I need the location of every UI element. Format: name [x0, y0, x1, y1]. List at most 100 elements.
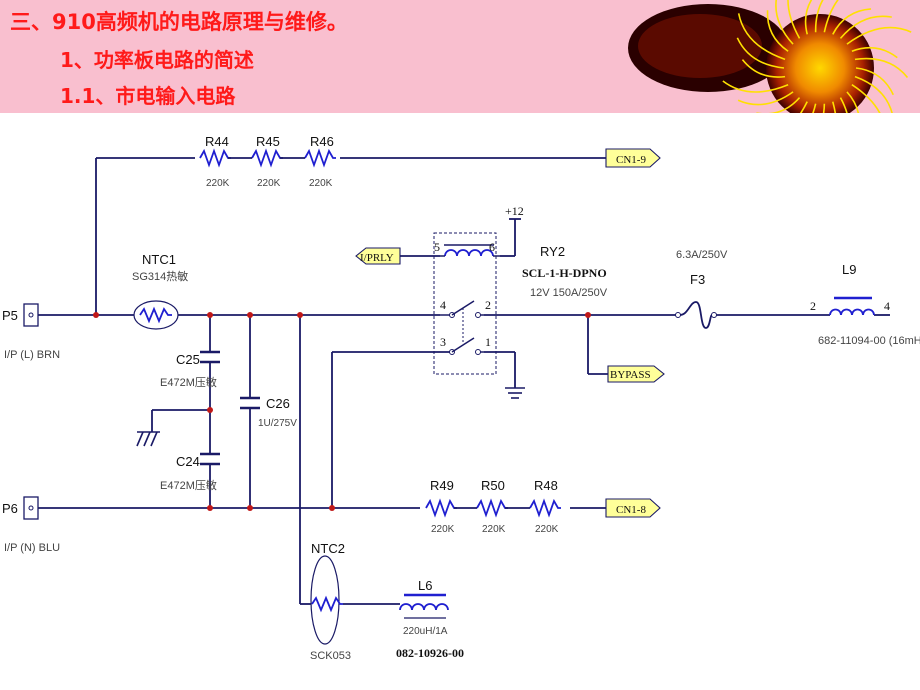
relay-ry2	[433, 232, 500, 375]
l9-pin-left: 2	[810, 299, 816, 313]
inductor-l6	[399, 593, 449, 619]
sun-ray	[823, 0, 839, 33]
r44-value-label: 220K	[206, 178, 230, 189]
wires	[38, 157, 890, 605]
connector-p6	[23, 496, 39, 520]
section-title: 三、910高频机的电路原理与维修。	[10, 10, 348, 34]
relay-supply-label: +12	[505, 204, 524, 218]
cn1-9-label: CN1-9	[616, 154, 646, 166]
p6-desc-label: I/P (N) BLU	[4, 542, 60, 554]
sun-ray	[839, 97, 848, 113]
sun-ray	[831, 101, 837, 113]
fuse-f3	[675, 301, 717, 329]
relay-pin-6: 6	[489, 240, 495, 254]
r50-value-label: 220K	[482, 524, 506, 535]
relay-pin-5: 5	[434, 240, 440, 254]
c26-ref-label: C26	[266, 396, 290, 411]
r49-ref-label: R49	[430, 478, 454, 493]
sun-ray	[846, 91, 860, 113]
sun-ray	[854, 75, 893, 113]
ground-symbol	[505, 387, 525, 399]
sun-ray	[839, 15, 892, 39]
r48-value-label: 220K	[535, 524, 559, 535]
relay-ref-label: RY2	[540, 244, 565, 259]
net-flag-cn1-8	[605, 498, 661, 518]
l9-ref-label: L9	[842, 262, 856, 277]
sun-ray	[832, 8, 872, 35]
l6-ref-label: L6	[418, 578, 432, 593]
sun-ray	[799, 101, 808, 113]
resistor-r44	[199, 148, 231, 168]
sun-ray	[741, 59, 786, 78]
sun-ray	[722, 80, 789, 93]
capacitor-c25	[200, 350, 220, 364]
sun-ray	[756, 97, 801, 113]
sun-decoration-graphic	[628, 0, 912, 113]
inductor-l9	[829, 296, 875, 316]
c26-value-label: 1U/275V	[258, 418, 297, 429]
l9-part-label: 682-11094-00 (16mH	[818, 335, 920, 347]
r46-value-label: 220K	[309, 178, 333, 189]
l9-pin-right: 4	[884, 299, 890, 313]
ntc2-ref-label: NTC2	[311, 541, 345, 556]
r45-ref-label: R45	[256, 134, 280, 149]
c24-ref-label: C24	[176, 454, 200, 469]
sub-subsection-title: 1.1、市电输入电路	[60, 84, 236, 108]
fuse-ref-label: F3	[690, 272, 705, 287]
ntc1-ref-label: NTC1	[142, 252, 176, 267]
l6-part-label: 082-10926-00	[396, 646, 464, 660]
sun-ray	[804, 0, 813, 35]
c24-value-label: E472M压敏	[160, 478, 217, 492]
capacitor-c26	[240, 396, 260, 410]
resistor-r50	[476, 498, 508, 518]
r48-ref-label: R48	[534, 478, 558, 493]
sun-ray	[775, 0, 794, 45]
sun-ray	[846, 26, 912, 45]
sun-ray	[766, 10, 789, 52]
resistor-r49	[425, 498, 457, 518]
relay-pin-3: 3	[440, 335, 446, 349]
resistor-r46	[304, 148, 336, 168]
net-flag-cn1-9	[605, 148, 661, 168]
p6-ref-label: P6	[2, 501, 18, 516]
relay-rating-label: 12V 150A/250V	[530, 287, 608, 299]
bypass-label: BYPASS	[610, 369, 651, 381]
fuse-rating-label: 6.3A/250V	[676, 249, 728, 261]
thermistor-ntc1	[133, 300, 179, 330]
resistor-r48	[529, 498, 561, 518]
l6-value-label: 220uH/1A	[403, 626, 448, 637]
thermistor-ntc2	[310, 555, 343, 645]
sun-ray	[736, 37, 785, 69]
r46-ref-label: R46	[310, 134, 334, 149]
chassis-ground-symbol	[136, 431, 160, 447]
sun-ray	[737, 13, 786, 61]
cn1-8-label: CN1-8	[616, 504, 646, 516]
net-flag-iprly	[355, 247, 401, 265]
iprly-label: I/PRLY	[360, 252, 394, 264]
relay-part-label: SCL-1-H-DPNO	[522, 266, 607, 280]
c25-value-label: E472M压敏	[160, 375, 217, 389]
relay-pin-2: 2	[485, 298, 491, 312]
r49-value-label: 220K	[431, 524, 455, 535]
sun-ray	[812, 103, 817, 113]
r44-ref-label: R44	[205, 134, 229, 149]
sun-ray	[814, 0, 824, 33]
r45-value-label: 220K	[257, 178, 281, 189]
relay-pin-1: 1	[485, 335, 491, 349]
relay-pin-4: 4	[440, 298, 446, 312]
sun-ray	[787, 0, 801, 39]
connector-p5	[23, 303, 39, 327]
ntc2-value-label: SCK053	[310, 650, 351, 662]
p5-desc-label: I/P (L) BRN	[4, 349, 60, 361]
sun-ray	[854, 57, 909, 79]
subsection-title: 1、功率板电路的简述	[60, 48, 254, 72]
sun-ray	[822, 103, 826, 113]
resistor-r45	[251, 148, 283, 168]
r50-ref-label: R50	[481, 478, 505, 493]
junction-dots	[93, 312, 591, 511]
c25-ref-label: C25	[176, 352, 200, 367]
net-flag-bypass	[607, 365, 665, 383]
ntc1-value-label: SG314热敏	[132, 269, 188, 283]
capacitor-c24	[200, 452, 220, 466]
